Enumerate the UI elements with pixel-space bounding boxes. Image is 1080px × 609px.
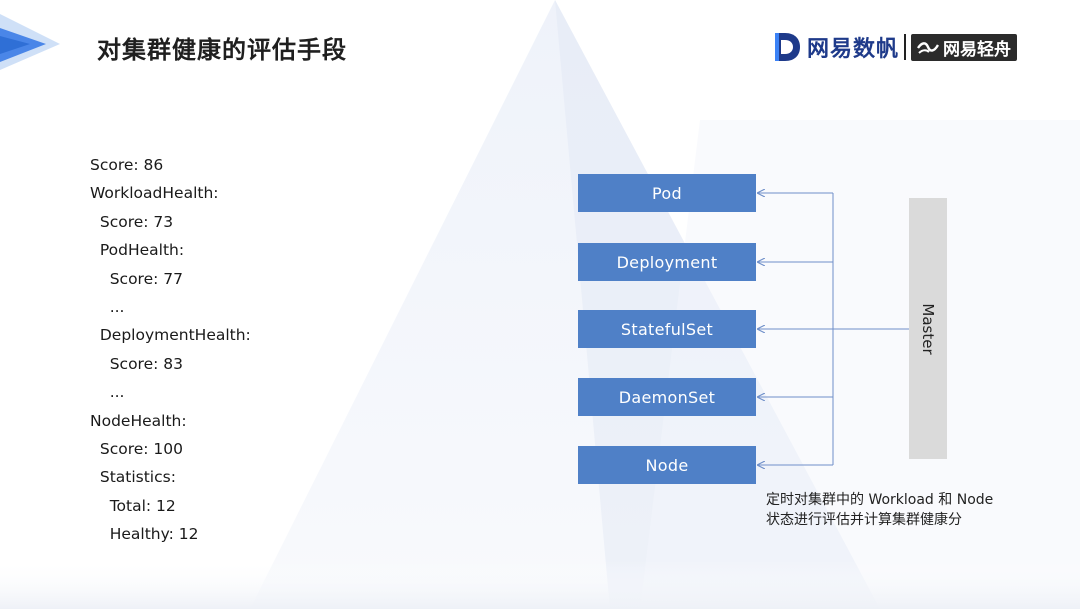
resource-box-node: Node [578,446,756,484]
diagram-caption: 定时对集群中的 Workload 和 Node 状态进行评估并计算集群健康分 [766,490,993,530]
brand-secondary-badge: 网易轻舟 [911,33,1018,61]
yaml-line: Score: 77 [90,269,183,288]
yaml-line: NodeHealth: [90,411,187,430]
yaml-line: Score: 83 [90,354,183,373]
resource-box-pod: Pod [578,174,756,212]
yaml-line: ... [90,383,125,402]
brand-secondary-text: 网易轻舟 [943,39,1012,60]
yaml-line: Healthy: 12 [90,525,199,544]
yaml-line: Total: 12 [90,496,176,515]
yaml-line: Score: 86 [90,156,164,174]
netease-shufan-logo-icon [775,33,800,61]
logo-divider [904,34,907,60]
brand-primary-text: 网易数帆 [807,37,900,62]
yaml-line: WorkloadHealth: [90,184,219,203]
master-box: Master [909,198,947,459]
master-label: Master [919,302,937,355]
resource-box-daemonset: DaemonSet [578,378,756,416]
caption-line: 定时对集群中的 Workload 和 Node [766,492,994,508]
yaml-line: Score: 100 [90,439,183,458]
corner-arrow-decoration [0,14,60,70]
resource-box-statefulset: StatefulSet [578,310,756,348]
caption-line: 状态进行评估并计算集群健康分 [766,512,962,528]
wave-icon [917,42,940,54]
yaml-line: DeploymentHealth: [90,326,251,345]
yaml-line: Statistics: [90,468,176,487]
yaml-line: ... [90,297,125,316]
yaml-line: PodHealth: [90,241,185,260]
slide-title: 对集群健康的评估手段 [97,36,347,64]
resource-box-deployment: Deployment [578,243,756,281]
brand-logo: 网易数帆 网易轻舟 [773,30,1018,64]
health-score-yaml: Score: 86 WorkloadHealth: Score: 73 PodH… [90,151,251,548]
yaml-line: Score: 73 [90,212,174,231]
